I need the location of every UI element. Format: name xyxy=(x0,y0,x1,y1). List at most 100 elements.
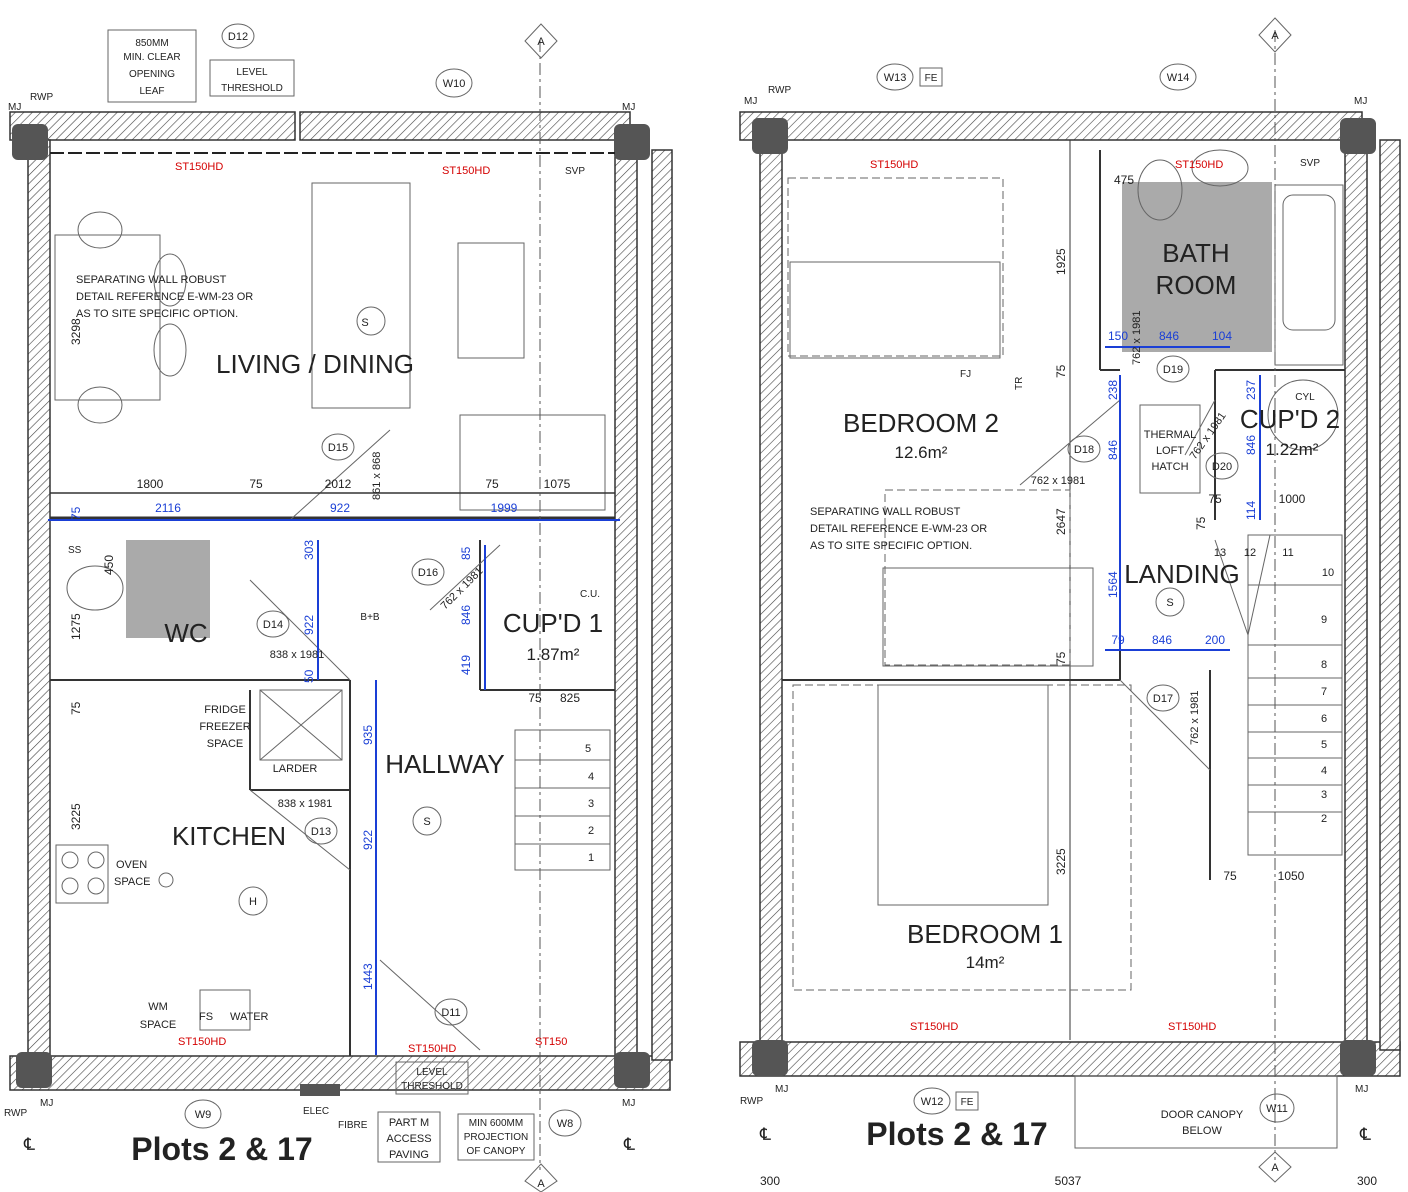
larder-box xyxy=(259,689,343,761)
gf-wall-left xyxy=(27,139,51,1061)
gf-plot-title: Plots 2 & 17 xyxy=(131,1131,312,1167)
gf-separating-wall-1: SEPARATING WALL ROBUST xyxy=(76,274,227,286)
gf-dim-2012: 2012 xyxy=(325,477,352,491)
gf-dim-75c: 75 xyxy=(69,701,83,715)
gf-stair-3: 3 xyxy=(588,798,594,810)
gf-mj-top-left: MJ xyxy=(8,102,21,113)
ff-rwp-top: RWP xyxy=(768,85,791,96)
gf-dim-450: 450 xyxy=(102,555,116,575)
gf-part-m-2: ACCESS xyxy=(386,1133,431,1145)
gf-level-threshold-bottom-2: THRESHOLD xyxy=(401,1081,463,1092)
room-cupd1: CUP'D 1 xyxy=(503,608,603,638)
tag-d11: D11 xyxy=(441,1007,460,1019)
ff-wall-right xyxy=(1344,139,1368,1056)
ff-door-d17-size: 762 x 1981 xyxy=(1189,691,1201,745)
gf-rwp-top: RWP xyxy=(30,92,53,103)
gf-dim-75a: 75 xyxy=(249,477,263,491)
gf-stair-1: 1 xyxy=(588,852,594,864)
gf-wall-top-right xyxy=(299,111,631,141)
gf-fridge-3: SPACE xyxy=(207,738,243,750)
gf-oven-2: SPACE xyxy=(114,876,150,888)
ff-dim-75c: 75 xyxy=(1208,492,1222,506)
wc-shaded-area xyxy=(126,540,210,638)
tag-ff-a-bottom: A xyxy=(1271,1162,1279,1174)
ff-stair-4: 4 xyxy=(1321,765,1327,777)
gf-lintel-bottom-left: ST150HD xyxy=(178,1036,226,1048)
ff-blue-200: 200 xyxy=(1205,633,1225,647)
ff-landing-s-tag: S xyxy=(1166,597,1173,609)
gf-fs: FS xyxy=(199,1011,213,1023)
ff-thermal-2: LOFT xyxy=(1156,445,1184,457)
gf-door-d15-size: 861 x 868 xyxy=(371,452,383,500)
gf-fridge-2: FREEZER xyxy=(199,721,250,733)
gf-column-bl xyxy=(16,1052,52,1088)
gf-clear-opening-note-4: LEAF xyxy=(139,86,164,97)
ff-lintel-bottom-right: ST150HD xyxy=(1168,1021,1216,1033)
gf-clear-opening-note-3: OPENING xyxy=(129,69,175,80)
gf-column-tl xyxy=(12,124,48,160)
gf-fridge-1: FRIDGE xyxy=(204,704,246,716)
ff-blue-846b: 846 xyxy=(1106,440,1120,460)
gf-neighbour-wall xyxy=(651,149,673,1061)
gf-dim-1800: 1800 xyxy=(137,477,164,491)
ff-stair-11: 11 xyxy=(1282,547,1293,559)
tag-w9: W9 xyxy=(195,1109,212,1121)
room-bedroom1: BEDROOM 1 xyxy=(907,919,1063,949)
tag-w13: W13 xyxy=(884,72,907,84)
room-kitchen: KITCHEN xyxy=(172,821,286,851)
gf-level-threshold-top-2: THRESHOLD xyxy=(221,83,283,94)
ff-centreline-right: ℄ xyxy=(1359,1125,1371,1144)
ff-mj-bottom-left: MJ xyxy=(775,1084,788,1095)
tag-gf-a-bottom: A xyxy=(537,1178,545,1190)
gf-lintel-bottom-mid: ST150HD xyxy=(408,1043,456,1055)
tag-d12: D12 xyxy=(228,31,248,43)
gf-mj-bottom-right: MJ xyxy=(622,1098,635,1109)
hob xyxy=(55,844,109,904)
tag-d20: D20 xyxy=(1212,461,1232,473)
ff-dim-75b: 75 xyxy=(1054,651,1068,665)
tag-w11: W11 xyxy=(1266,1103,1288,1115)
room-wc: WC xyxy=(164,618,207,648)
gf-svp: SVP xyxy=(565,166,585,177)
ff-stair-12: 12 xyxy=(1244,547,1256,559)
gf-part-m-1: PART M xyxy=(389,1117,429,1129)
ff-blue-238: 238 xyxy=(1106,380,1120,400)
room-bedroom2-area: 12.6m² xyxy=(895,443,948,462)
ff-mj-top-right: MJ xyxy=(1354,96,1367,107)
ff-dim-75e: 75 xyxy=(1223,869,1237,883)
gf-oven-1: OVEN xyxy=(116,859,147,871)
ff-dim-300b: 300 xyxy=(1357,1174,1377,1188)
ff-dim-3225: 3225 xyxy=(1054,848,1068,875)
ff-lintel-top-right: ST150HD xyxy=(1175,159,1223,171)
gf-wall-top-left xyxy=(9,111,296,141)
tag-d19: D19 xyxy=(1163,364,1183,376)
ff-blue-150: 150 xyxy=(1108,329,1128,343)
ff-stair-13: 13 xyxy=(1214,547,1226,559)
ff-thermal-1: THERMAL xyxy=(1144,429,1197,441)
ff-fj: FJ xyxy=(960,369,971,380)
ff-stair-9: 9 xyxy=(1321,614,1327,626)
gf-dim-1275: 1275 xyxy=(69,613,83,640)
sofa xyxy=(311,182,411,409)
ff-dim-75d: 75 xyxy=(1194,516,1208,530)
gf-fibre: FIBRE xyxy=(338,1120,368,1131)
gf-dim-75d: 75 xyxy=(528,691,542,705)
armchair xyxy=(459,414,606,511)
gf-level-threshold-bottom-1: LEVEL xyxy=(416,1067,448,1078)
tag-gf-a-top: A xyxy=(537,36,545,48)
ff-centreline-left: ℄ xyxy=(759,1125,771,1144)
dining-table xyxy=(54,234,161,401)
gf-door-d13-size: 838 x 1981 xyxy=(278,798,332,810)
gf-wm-2: SPACE xyxy=(140,1019,176,1031)
tag-w10: W10 xyxy=(443,78,466,90)
ff-separating-wall-3: AS TO SITE SPECIFIC OPTION. xyxy=(810,540,972,552)
gf-centreline-right: ℄ xyxy=(623,1135,635,1154)
ff-rwp-bottom: RWP xyxy=(740,1096,763,1107)
gf-mj-top-right: MJ xyxy=(622,102,635,113)
gf-blue-303: 303 xyxy=(302,540,316,560)
tag-w8: W8 xyxy=(557,1118,574,1130)
gf-clear-opening-note-2: MIN. CLEAR xyxy=(123,52,180,63)
ff-blue-237: 237 xyxy=(1244,380,1258,400)
ff-fe-bottom: FE xyxy=(961,1097,974,1108)
